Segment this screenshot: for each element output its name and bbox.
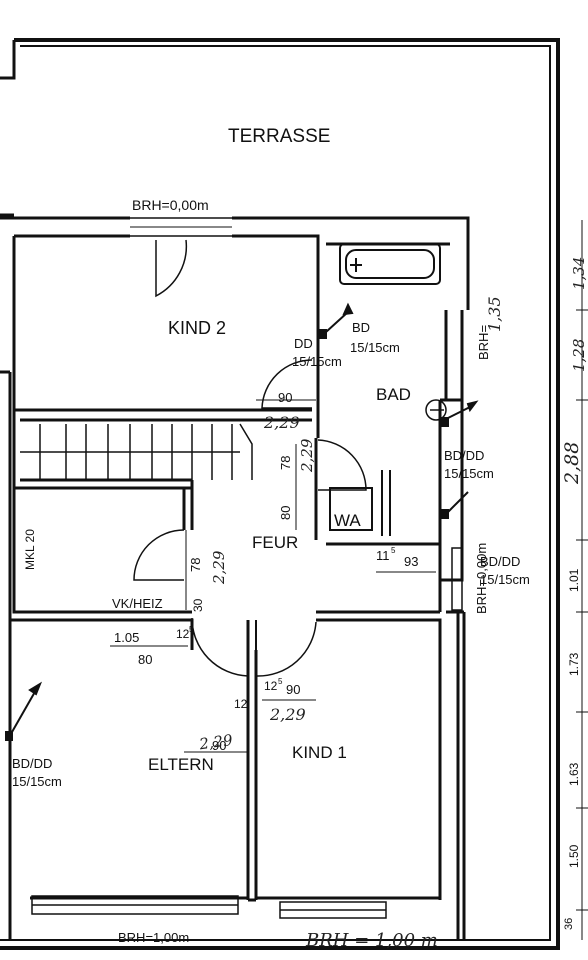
room-label-wa: WA	[334, 511, 361, 530]
right-dim-365: 36	[563, 918, 575, 930]
room-label-kind1: KIND 1	[292, 743, 347, 762]
right-dim-288: 2,88	[561, 442, 583, 485]
dim-105: 1.05	[114, 630, 139, 645]
dim-12b: 12	[234, 697, 248, 711]
brh-right-label: BRH=0,00m	[474, 543, 489, 614]
outer-walls	[0, 38, 560, 950]
dim-229-stair: 2,29	[298, 438, 316, 473]
bd-kind2-b: 15/15cm	[350, 340, 400, 355]
bddd-bad-b: 15/15cm	[444, 466, 494, 481]
dim-78-stair: 78	[278, 456, 293, 470]
room-label-feur: FEUR	[252, 533, 298, 552]
dim-80-bottom: 80	[138, 652, 152, 667]
room-label-terrasse: TERRASSE	[228, 126, 330, 147]
bd-kind2-a: BD	[352, 320, 370, 335]
brh-bottom-label: BRH=1,00m	[118, 930, 189, 945]
dim-115: 11	[376, 548, 390, 563]
bottom-windows	[31, 547, 463, 919]
dim-229-kind1: 2,29	[269, 705, 306, 724]
right-dim-134: 1,34	[570, 257, 588, 290]
dim-5c: 5	[278, 677, 283, 686]
room-label-bad: BAD	[376, 385, 411, 404]
room-label-mkl: MKL 20	[23, 529, 37, 570]
right-dim-101: 1.01	[567, 568, 581, 592]
sink	[425, 399, 447, 421]
right-dim-173: 1.73	[567, 652, 581, 676]
room-label-vkheiz: VK/HEIZ	[112, 596, 163, 611]
brh-bottom-handwritten: BRH = 1,00 m	[305, 930, 438, 951]
door-swings	[133, 239, 367, 677]
dim-80-stair: 80	[278, 506, 293, 520]
dim-93: 93	[404, 554, 418, 569]
brh-right-upper-label: BRH=	[476, 325, 491, 360]
dd-left-a: DD	[294, 336, 313, 351]
vent-markers	[5, 302, 479, 741]
interior-walls	[0, 216, 470, 940]
room-label-kind2: KIND 2	[168, 318, 226, 338]
dd-left-b: 15/15cm	[292, 354, 342, 369]
right-dim-1635: 1.63	[567, 762, 581, 786]
room-label-eltern: ELTERN	[148, 755, 214, 774]
dim-229-eltern: 2,29	[197, 731, 234, 754]
stairs	[20, 423, 253, 480]
bddd-eltern-b: 15/15cm	[12, 774, 62, 789]
bathtub	[339, 243, 441, 285]
bddd-right-b: 15/15cm	[480, 572, 530, 587]
dim-5b: 5	[391, 546, 396, 555]
dim-5a: 5	[189, 625, 194, 634]
dim-229-bad: 2,29	[263, 413, 300, 432]
dim-90-bad: 90	[278, 390, 292, 405]
dimension-lines	[110, 220, 588, 940]
bddd-bad-a: BD/DD	[444, 448, 484, 463]
bddd-right-a: BD/DD	[480, 554, 520, 569]
dim-90-eltern: 90	[212, 738, 226, 753]
right-dim-128: 1,28	[570, 339, 588, 372]
brh-right-upper-hand: 1,35	[485, 296, 504, 332]
dim-125: 12	[264, 679, 278, 693]
dim-30: 30	[191, 598, 205, 612]
right-dim-150: 1.50	[567, 844, 581, 868]
bddd-eltern-a: BD/DD	[12, 756, 52, 771]
dim-12a: 12	[176, 627, 190, 641]
dim-90-kind1: 90	[286, 682, 300, 697]
dim-78-mkl: 78	[188, 558, 203, 572]
wa-cabinet	[329, 470, 391, 536]
dim-229-mkl: 2,29	[210, 550, 228, 585]
brh-top-label: BRH=0,00m	[132, 197, 209, 213]
